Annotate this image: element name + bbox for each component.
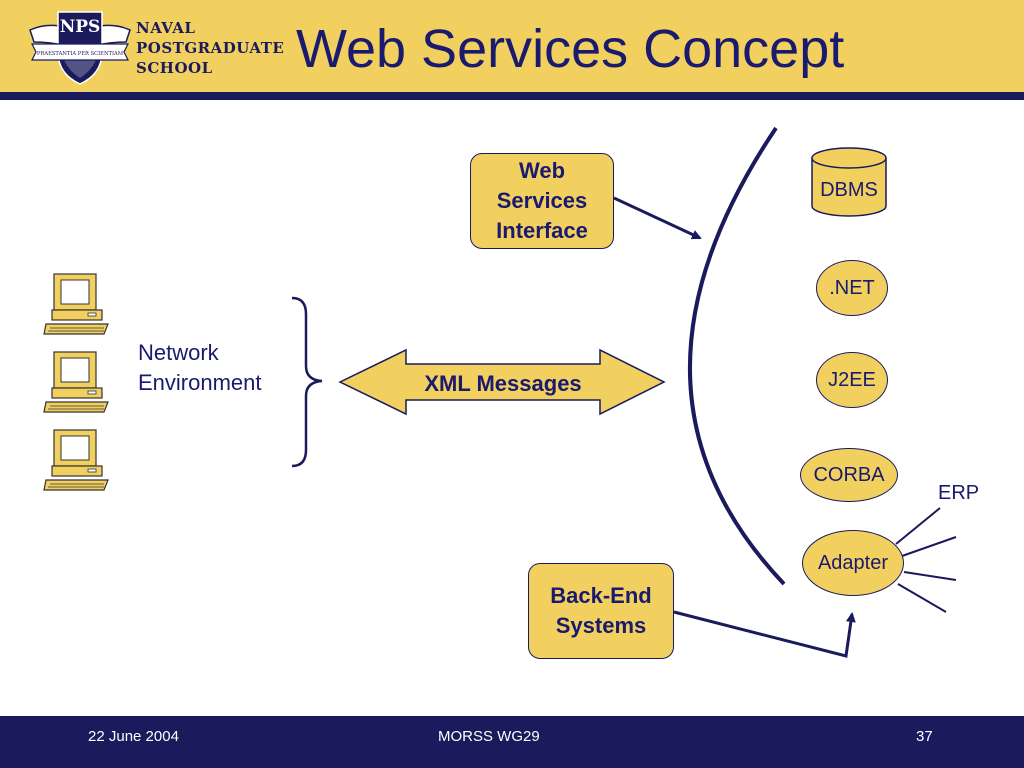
nps-logo: NPS PRAESTANTIA PER SCIENTIAM (29, 11, 131, 85)
erp-ray-3 (903, 571, 957, 581)
computer-icon (43, 273, 109, 335)
xml-messages-arrow (338, 348, 666, 416)
xml-messages-label: XML Messages (424, 371, 582, 396)
j2ee-node: J2EE (816, 352, 888, 408)
computer-icon (43, 351, 109, 413)
footer-date: 22 June 2004 (88, 728, 179, 745)
backend-line-2: Systems (555, 613, 647, 638)
network-label-line-1: Network (138, 340, 219, 365)
dotnet-node: .NET (816, 260, 888, 316)
school-line-3: SCHOOL (136, 59, 213, 77)
web-services-line-1: Web (518, 158, 566, 183)
network-label-line-2: Environment (138, 370, 262, 395)
school-line-2: POSTGRADUATE (136, 39, 285, 57)
school-name: NAVAL POSTGRADUATE SCHOOL (136, 18, 284, 78)
slide-header (0, 0, 1024, 92)
erp-label: ERP (938, 482, 980, 504)
dbms-cylinder (811, 158, 887, 217)
computer-icon (43, 429, 109, 491)
slide-title: Web Services Concept (296, 19, 845, 79)
header-rule (0, 92, 1024, 100)
interface-curve (688, 126, 786, 586)
footer-center-text: MORSS WG29 (438, 728, 540, 745)
erp-ray-2 (901, 536, 957, 557)
erp-ray-1 (895, 507, 941, 545)
web-services-arrow (613, 196, 702, 240)
network-brace (291, 296, 323, 468)
slide-footer (0, 716, 1024, 768)
school-line-1: NAVAL (136, 19, 196, 37)
web-services-interface-box: Web Services Interface (470, 153, 614, 249)
web-services-line-3: Interface (496, 218, 588, 243)
web-services-line-2: Services (496, 188, 588, 213)
corba-node: CORBA (800, 448, 898, 502)
backend-line-1: Back-End (550, 583, 652, 608)
dbms-label: DBMS (820, 179, 878, 201)
network-environment-label: Network Environment (138, 338, 262, 398)
logo-motto: PRAESTANTIA PER SCIENTIAM (37, 51, 124, 57)
footer-page-number: 37 (916, 728, 933, 745)
erp-ray-4 (897, 583, 947, 613)
back-end-systems-box: Back-End Systems (528, 563, 674, 659)
logo-text: NPS (60, 17, 101, 37)
adapter-node: Adapter (802, 530, 904, 596)
backend-arrow (673, 610, 856, 658)
